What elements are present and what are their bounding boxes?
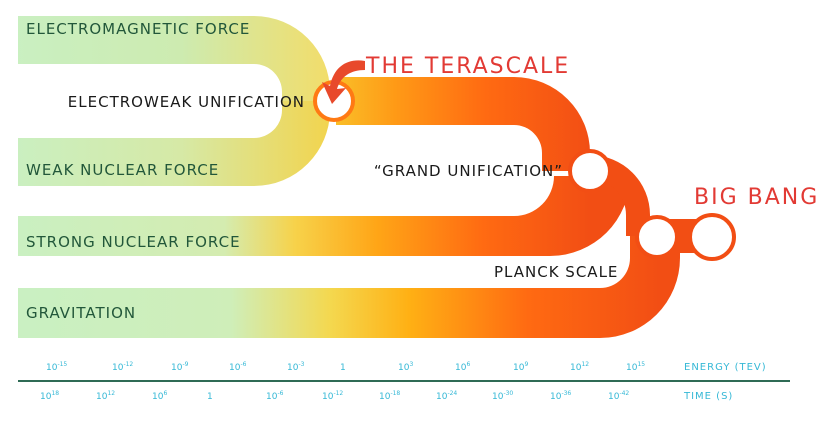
energy-tick-9: 1012 xyxy=(570,361,589,373)
grand-unification-node xyxy=(568,149,612,193)
label-grand-unification: “GRAND UNIFICATION” xyxy=(374,162,563,180)
time-scale-title: TIME (S) xyxy=(683,391,733,402)
weak-band xyxy=(18,101,330,186)
time-tick-0: 1018 xyxy=(40,390,59,402)
time-tick-1: 1012 xyxy=(96,390,115,402)
time-tick-6: 10-18 xyxy=(379,390,400,402)
label-planck-scale: PLANCK SCALE xyxy=(494,263,618,281)
energy-tick-7: 106 xyxy=(455,361,470,373)
time-tick-8: 10-30 xyxy=(492,390,513,402)
energy-tick-0: 10-15 xyxy=(46,361,67,373)
energy-tick-6: 103 xyxy=(398,361,413,373)
energy-tick-8: 109 xyxy=(513,361,528,373)
energy-scale-row: 10-15 10-12 10-9 10-6 10-3 1 103 106 109 1012 1015 xyxy=(46,361,645,373)
label-strong-nuclear-force: STRONG NUCLEAR FORCE xyxy=(26,233,241,251)
electroweak-band xyxy=(336,77,590,171)
strong-band xyxy=(18,176,630,256)
time-tick-5: 10-12 xyxy=(322,390,343,402)
energy-tick-5: 1 xyxy=(340,363,346,373)
label-electroweak-unification: ELECTROWEAK UNIFICATION xyxy=(68,93,305,111)
energy-tick-4: 10-3 xyxy=(287,361,305,373)
time-scale-row: 1018 1012 106 1 10-6 10-12 10-18 10-24 10-30 10-3… xyxy=(40,390,629,402)
time-tick-3: 1 xyxy=(207,392,213,402)
energy-tick-2: 10-9 xyxy=(171,361,189,373)
time-tick-4: 10-6 xyxy=(266,390,284,402)
time-tick-9: 10-36 xyxy=(550,390,571,402)
time-tick-2: 106 xyxy=(152,390,167,402)
label-weak-nuclear-force: WEAK NUCLEAR FORCE xyxy=(26,161,219,179)
planck-node xyxy=(635,215,679,259)
label-gravitation: GRAVITATION xyxy=(26,304,136,322)
energy-scale-title: ENERGY (TEV) xyxy=(684,362,767,373)
time-tick-10: 10-42 xyxy=(608,390,629,402)
big-bang-node xyxy=(688,213,736,261)
gravitation-band xyxy=(18,236,680,338)
time-tick-7: 10-24 xyxy=(436,390,457,402)
terascale-arrow-icon xyxy=(322,60,365,104)
energy-tick-1: 10-12 xyxy=(112,361,133,373)
headline-big-bang: BIG BANG xyxy=(694,185,819,210)
label-electromagnetic-force: ELECTROMAGNETIC FORCE xyxy=(26,20,250,38)
headline-terascale: THE TERASCALE xyxy=(365,54,570,79)
electromagnetic-band xyxy=(18,16,330,101)
energy-tick-10: 1015 xyxy=(626,361,645,373)
energy-tick-3: 10-6 xyxy=(229,361,247,373)
